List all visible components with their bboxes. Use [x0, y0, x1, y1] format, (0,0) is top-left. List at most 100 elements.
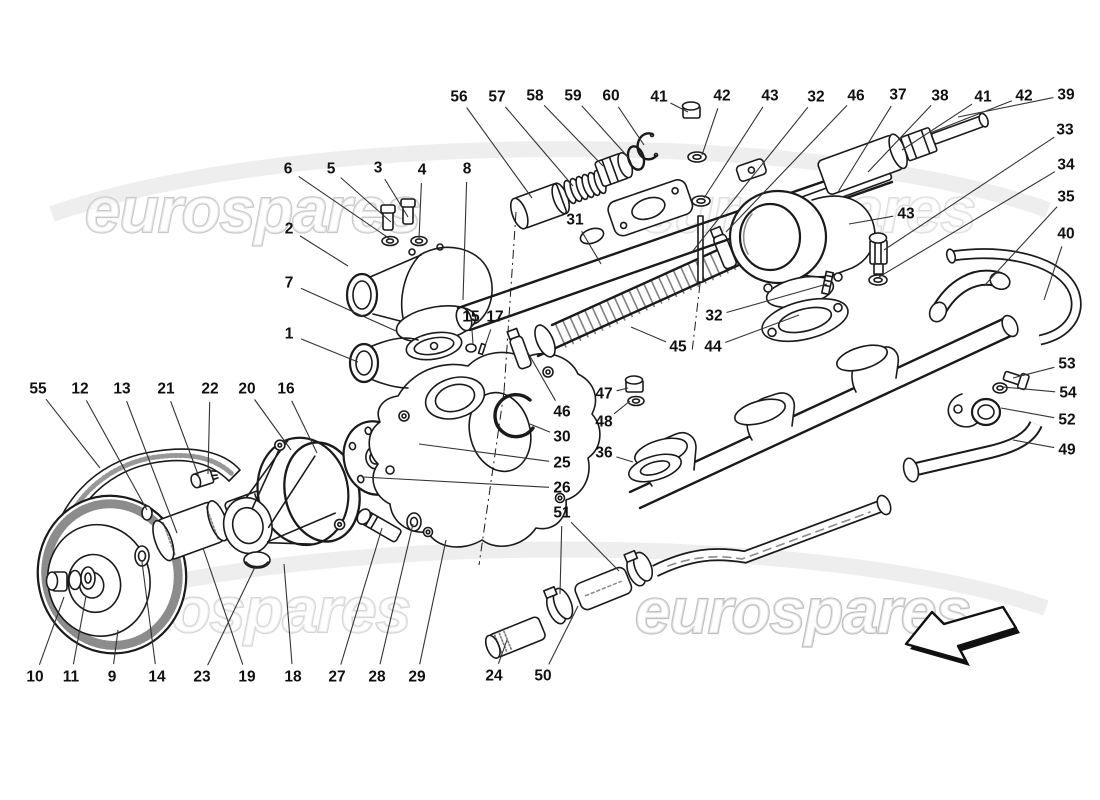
thermostat-pin — [465, 342, 487, 356]
leader-line-60 — [617, 106, 645, 146]
pulley-bolt — [45, 566, 96, 592]
return-manifold — [624, 314, 1019, 510]
part-label-19: 19 — [238, 669, 256, 686]
part-label-2: 2 — [285, 221, 294, 238]
leader-line-8 — [462, 181, 468, 301]
part-label-35: 35 — [1057, 189, 1075, 206]
assembly-axis — [478, 211, 517, 566]
leader-line-31 — [581, 230, 602, 265]
leader-line-52 — [1000, 407, 1055, 419]
leader-line-59 — [581, 105, 629, 158]
leader-line-34 — [878, 171, 1056, 278]
part-label-12: 12 — [71, 381, 88, 398]
part-label-50: 50 — [534, 668, 551, 685]
hose-clamp-b — [623, 549, 654, 587]
part-label-48: 48 — [595, 414, 613, 431]
leader-line-25 — [418, 443, 550, 462]
leader-line-13 — [126, 400, 178, 534]
part-label-45: 45 — [669, 339, 687, 356]
part-label-3: 3 — [374, 160, 383, 177]
leader-line-22 — [207, 401, 211, 475]
part-label-40: 40 — [1057, 226, 1074, 243]
part-label-26: 26 — [553, 480, 571, 497]
part-label-32: 32 — [705, 308, 722, 325]
leader-line-29 — [419, 539, 447, 665]
leader-line-14 — [141, 561, 156, 665]
watermark-swoosh-top — [49, 141, 1051, 222]
housing-bolts — [380, 198, 428, 247]
part-label-25: 25 — [553, 455, 571, 472]
part-label-58: 58 — [526, 88, 544, 105]
part-label-36: 36 — [595, 445, 613, 462]
leader-line-41 — [670, 102, 689, 113]
leader-line-57 — [504, 106, 574, 187]
leader-line-32 — [726, 283, 828, 314]
small-bolt — [190, 468, 219, 489]
leader-line-38 — [867, 105, 932, 173]
part-label-34: 34 — [1057, 157, 1075, 174]
part-label-17: 17 — [486, 309, 503, 326]
part-label-23: 23 — [193, 669, 211, 686]
part-label-43: 43 — [761, 88, 779, 105]
leader-line-43 — [848, 215, 894, 225]
part-label-15: 15 — [462, 309, 480, 326]
pipe-40 — [945, 248, 1082, 346]
leader-line-33 — [883, 136, 1055, 251]
leader-line-10 — [38, 596, 65, 665]
diagram-artwork — [36, 101, 1082, 659]
part-label-29: 29 — [408, 669, 426, 686]
leader-line-39 — [957, 97, 1054, 118]
leader-line-6 — [298, 175, 391, 240]
pipe-bracket — [947, 370, 1030, 428]
part-label-59: 59 — [564, 88, 582, 105]
part-label-57: 57 — [488, 89, 505, 106]
part-label-32: 32 — [807, 89, 824, 106]
leader-line-47 — [616, 387, 629, 392]
leader-line-48 — [613, 400, 631, 415]
part-label-47: 47 — [595, 386, 612, 403]
direction-arrow-icon — [904, 605, 1020, 666]
part-label-18: 18 — [284, 669, 302, 686]
part-label-24: 24 — [485, 668, 503, 685]
leader-line-1 — [300, 338, 359, 363]
part-label-42: 42 — [713, 88, 730, 105]
leader-line-43 — [703, 106, 764, 199]
part-label-22: 22 — [201, 381, 218, 398]
part-label-4: 4 — [418, 162, 427, 179]
leader-line-46 — [725, 105, 848, 233]
part-label-9: 9 — [108, 669, 117, 686]
part-label-5: 5 — [327, 161, 336, 178]
leader-line-28 — [379, 523, 414, 665]
leader-line-45 — [630, 326, 667, 343]
leader-line-12 — [85, 400, 148, 511]
part-label-54: 54 — [1059, 385, 1077, 402]
part-label-49: 49 — [1058, 442, 1076, 459]
part-label-53: 53 — [1058, 356, 1076, 373]
part-label-60: 60 — [602, 88, 619, 105]
leader-line-32 — [691, 106, 809, 253]
leader-line-27 — [340, 527, 383, 665]
leader-line-18 — [283, 563, 293, 665]
pump-bolt — [356, 508, 402, 543]
part-label-11: 11 — [63, 669, 80, 686]
hose-clamp-a — [542, 585, 574, 625]
leader-line-49 — [1012, 439, 1055, 449]
part-label-44: 44 — [704, 339, 722, 356]
part-label-46: 46 — [847, 88, 865, 105]
part-label-28: 28 — [368, 669, 386, 686]
part-label-37: 37 — [889, 87, 906, 104]
leader-line-54 — [1002, 386, 1056, 393]
part-label-21: 21 — [157, 381, 175, 398]
part-label-8: 8 — [463, 161, 472, 178]
leader-line-35 — [983, 206, 1058, 287]
leader-line-26 — [362, 476, 550, 488]
part-label-31: 31 — [566, 212, 584, 229]
part-label-16: 16 — [277, 381, 295, 398]
o-ring — [493, 392, 535, 439]
leader-line-16 — [291, 400, 318, 454]
part-label-13: 13 — [113, 381, 131, 398]
leader-line-55 — [45, 398, 101, 469]
leader-line-50 — [548, 605, 579, 665]
